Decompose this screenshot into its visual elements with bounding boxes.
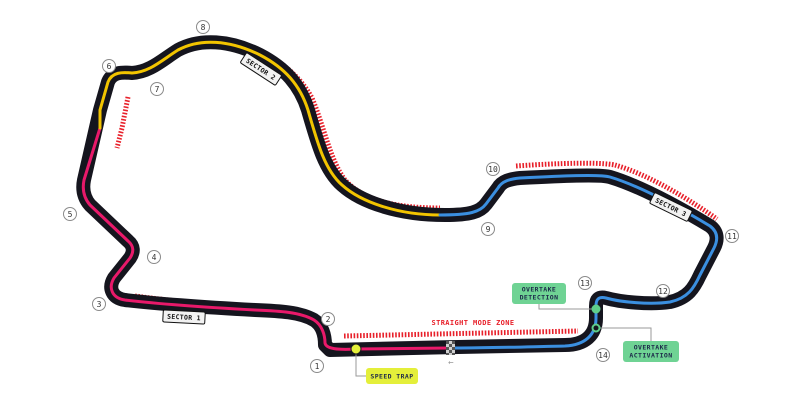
svg-text:1: 1 (315, 362, 320, 371)
turn-11: 11 (725, 229, 739, 243)
svg-text:13: 13 (580, 279, 590, 288)
overtake-detection-callout: OVERTAKE DETECTION (512, 283, 566, 304)
speed-trap-callout: SPEED TRAP (366, 368, 418, 384)
svg-text:7: 7 (155, 85, 160, 94)
sector-2-line (98, 40, 442, 217)
turn-5: 5 (63, 207, 77, 221)
svg-text:12: 12 (658, 287, 668, 296)
start-finish-line (446, 341, 455, 355)
turn-14: 14 (596, 348, 610, 362)
overtake-detection-line1: OVERTAKE (522, 286, 557, 294)
svg-text:2: 2 (326, 315, 331, 324)
speed-trap-dot (350, 343, 362, 355)
overtake-detection-marker (538, 303, 601, 314)
kerb-main-straight (343, 328, 579, 339)
svg-text:10: 10 (488, 165, 498, 174)
turn-6: 6 (102, 59, 116, 73)
turn-10: 10 (486, 162, 500, 176)
overtake-detection-leader (538, 303, 592, 310)
kerb-turn6-7 (114, 96, 131, 149)
svg-text:11: 11 (727, 232, 737, 241)
turn-2: 2 (321, 312, 335, 326)
turn-3: 3 (92, 297, 106, 311)
speed-trap-marker (350, 343, 366, 377)
overtake-activation-line1: OVERTAKE (634, 344, 669, 352)
svg-text:9: 9 (486, 225, 491, 234)
speed-trap-leader (355, 353, 366, 377)
kerb-markings (114, 48, 719, 339)
svg-text:6: 6 (107, 62, 112, 71)
svg-text:8: 8 (201, 23, 206, 32)
overtake-activation-callout: OVERTAKE ACTIVATION (623, 341, 679, 362)
turn-12: 12 (656, 284, 670, 298)
overtake-detection-dot (591, 304, 601, 314)
overtake-activation-marker (591, 323, 652, 341)
turn-4: 4 (147, 250, 161, 264)
turn-1: 1 (310, 359, 324, 373)
sector-1-label: SECTOR 1 (167, 313, 201, 323)
overtake-detection-line2: DETECTION (520, 294, 559, 302)
svg-text:3: 3 (97, 300, 102, 309)
kerb-sector3 (515, 160, 719, 222)
turn-8: 8 (196, 20, 210, 34)
overtake-activation-leader (600, 327, 652, 341)
sector-1-tag: SECTOR 1 (162, 309, 206, 325)
svg-text:5: 5 (68, 210, 73, 219)
overtake-activation-dot (591, 323, 601, 333)
sector-lines (81, 40, 719, 351)
turn-13: 13 (578, 276, 592, 290)
speed-trap-label: SPEED TRAP (370, 373, 413, 381)
sector-3-line (438, 173, 719, 350)
straight-mode-zone-label: STRAIGHT MODE ZONE (431, 319, 514, 327)
turn-9: 9 (481, 222, 495, 236)
svg-text:4: 4 (152, 253, 157, 262)
svg-text:14: 14 (598, 351, 608, 360)
turn-markers: 1 2 3 4 5 6 7 8 9 10 11 12 13 14 (63, 20, 739, 373)
overtake-activation-line2: ACTIVATION (629, 352, 672, 360)
turn-7: 7 (150, 82, 164, 96)
sector-1-line (81, 126, 452, 351)
direction-arrow: ← (448, 358, 454, 368)
